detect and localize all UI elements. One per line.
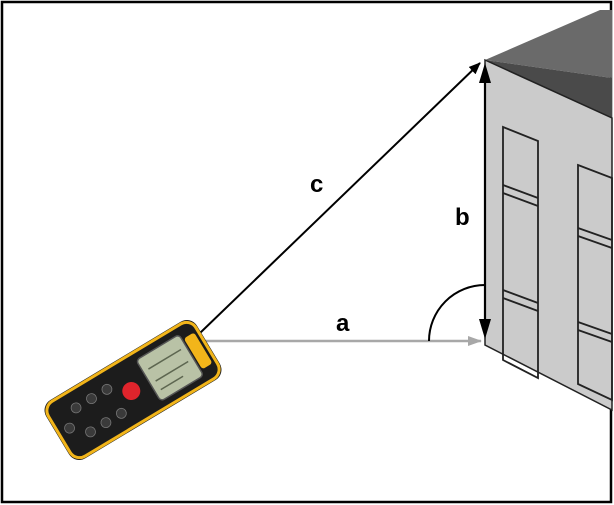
window-divider [502, 297, 539, 312]
device-front-cap [184, 333, 212, 369]
label-a: a [336, 310, 350, 337]
device-accent-strip [45, 320, 221, 460]
device-button [115, 407, 127, 419]
window-divider [502, 289, 539, 304]
building-window-right [577, 163, 613, 402]
window-divider [577, 235, 613, 249]
window-divider [502, 184, 539, 199]
arrow-head-b-bottom [479, 319, 491, 339]
screen-line [148, 348, 182, 370]
device-screen [136, 335, 203, 401]
window-divider [577, 329, 613, 343]
device-red-button [122, 382, 141, 401]
window-divider [502, 192, 539, 207]
right-angle-arc [428, 284, 486, 342]
label-b: b [455, 204, 470, 231]
device-button [64, 422, 75, 434]
arrow-head-b-top [479, 63, 491, 83]
laser-distance-meter-icon [44, 319, 222, 461]
device-button [100, 417, 112, 429]
label-c: c [310, 171, 323, 198]
window-divider [577, 227, 613, 241]
screen-line [160, 375, 184, 391]
device-button [101, 383, 113, 395]
window-divider [577, 321, 613, 335]
device-button [70, 402, 82, 414]
building-top [485, 10, 612, 78]
screen-line [155, 360, 189, 382]
device-button [85, 426, 96, 438]
building-window-left [502, 125, 539, 380]
building [484, 10, 613, 412]
device-button [86, 393, 97, 405]
measurement-line-c [199, 62, 481, 334]
